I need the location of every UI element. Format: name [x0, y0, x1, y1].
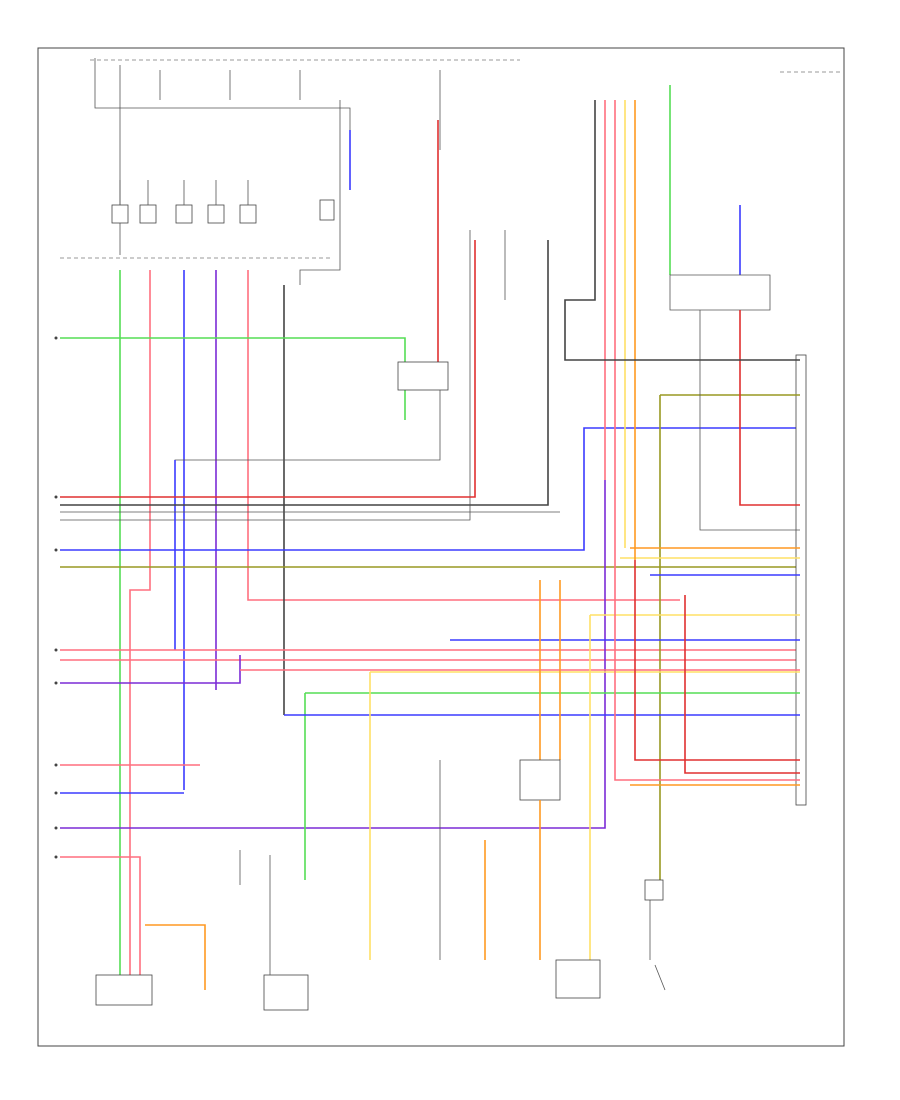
right-connector — [240, 85, 807, 880]
green-wire-top — [60, 337, 406, 420]
diagram-frame — [37, 47, 845, 1047]
fuse-block-top — [60, 58, 840, 259]
center-components — [60, 100, 506, 650]
left-vertical-wires — [119, 270, 680, 980]
connector-stubs-top — [111, 180, 257, 224]
left-horizontal-wires — [60, 240, 800, 980]
left-pin-markers — [54, 336, 58, 859]
lower-components — [95, 580, 666, 1011]
